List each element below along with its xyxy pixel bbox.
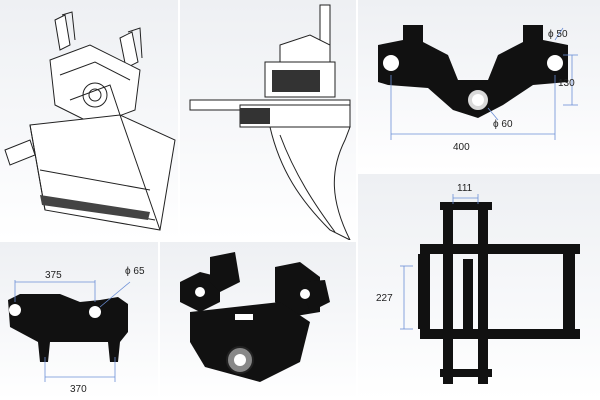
dim-top-span: 375 [45,270,62,281]
top-dims-drawing: 111 227 [376,183,580,384]
dim-bottom-span: 370 [70,384,87,395]
panel-side-bucket [180,0,356,240]
panel-sideplate-dims: 375 ϕ 65 370 [0,242,158,400]
iso-bucket-drawing [4,11,176,231]
sideplate-dims-drawing: 375 ϕ 65 370 [8,266,145,395]
side-bucket-drawing [189,4,351,240]
bracket-silhouette [378,25,568,118]
top-view-silhouette [418,202,580,384]
front-dims-drawing: ϕ 50 ϕ 60 130 400 [378,25,578,153]
panel-top-dims: 111 227 [358,174,600,400]
sideplate-silhouette [8,294,128,362]
dim-top-width: 111 [457,183,473,194]
dim-center-dia: ϕ 60 [493,119,513,130]
dim-height: 130 [558,78,575,89]
panel-3d-render [160,242,356,400]
dim-hole-65: ϕ 65 [125,266,145,277]
dim-side-height: 227 [376,293,393,304]
panel-iso-bucket [0,0,178,240]
dim-hole-dia: ϕ 50 [548,29,568,40]
dim-width: 400 [453,142,470,153]
3d-render-drawing [180,252,330,382]
panel-front-dims: ϕ 50 ϕ 60 130 400 [358,0,600,172]
